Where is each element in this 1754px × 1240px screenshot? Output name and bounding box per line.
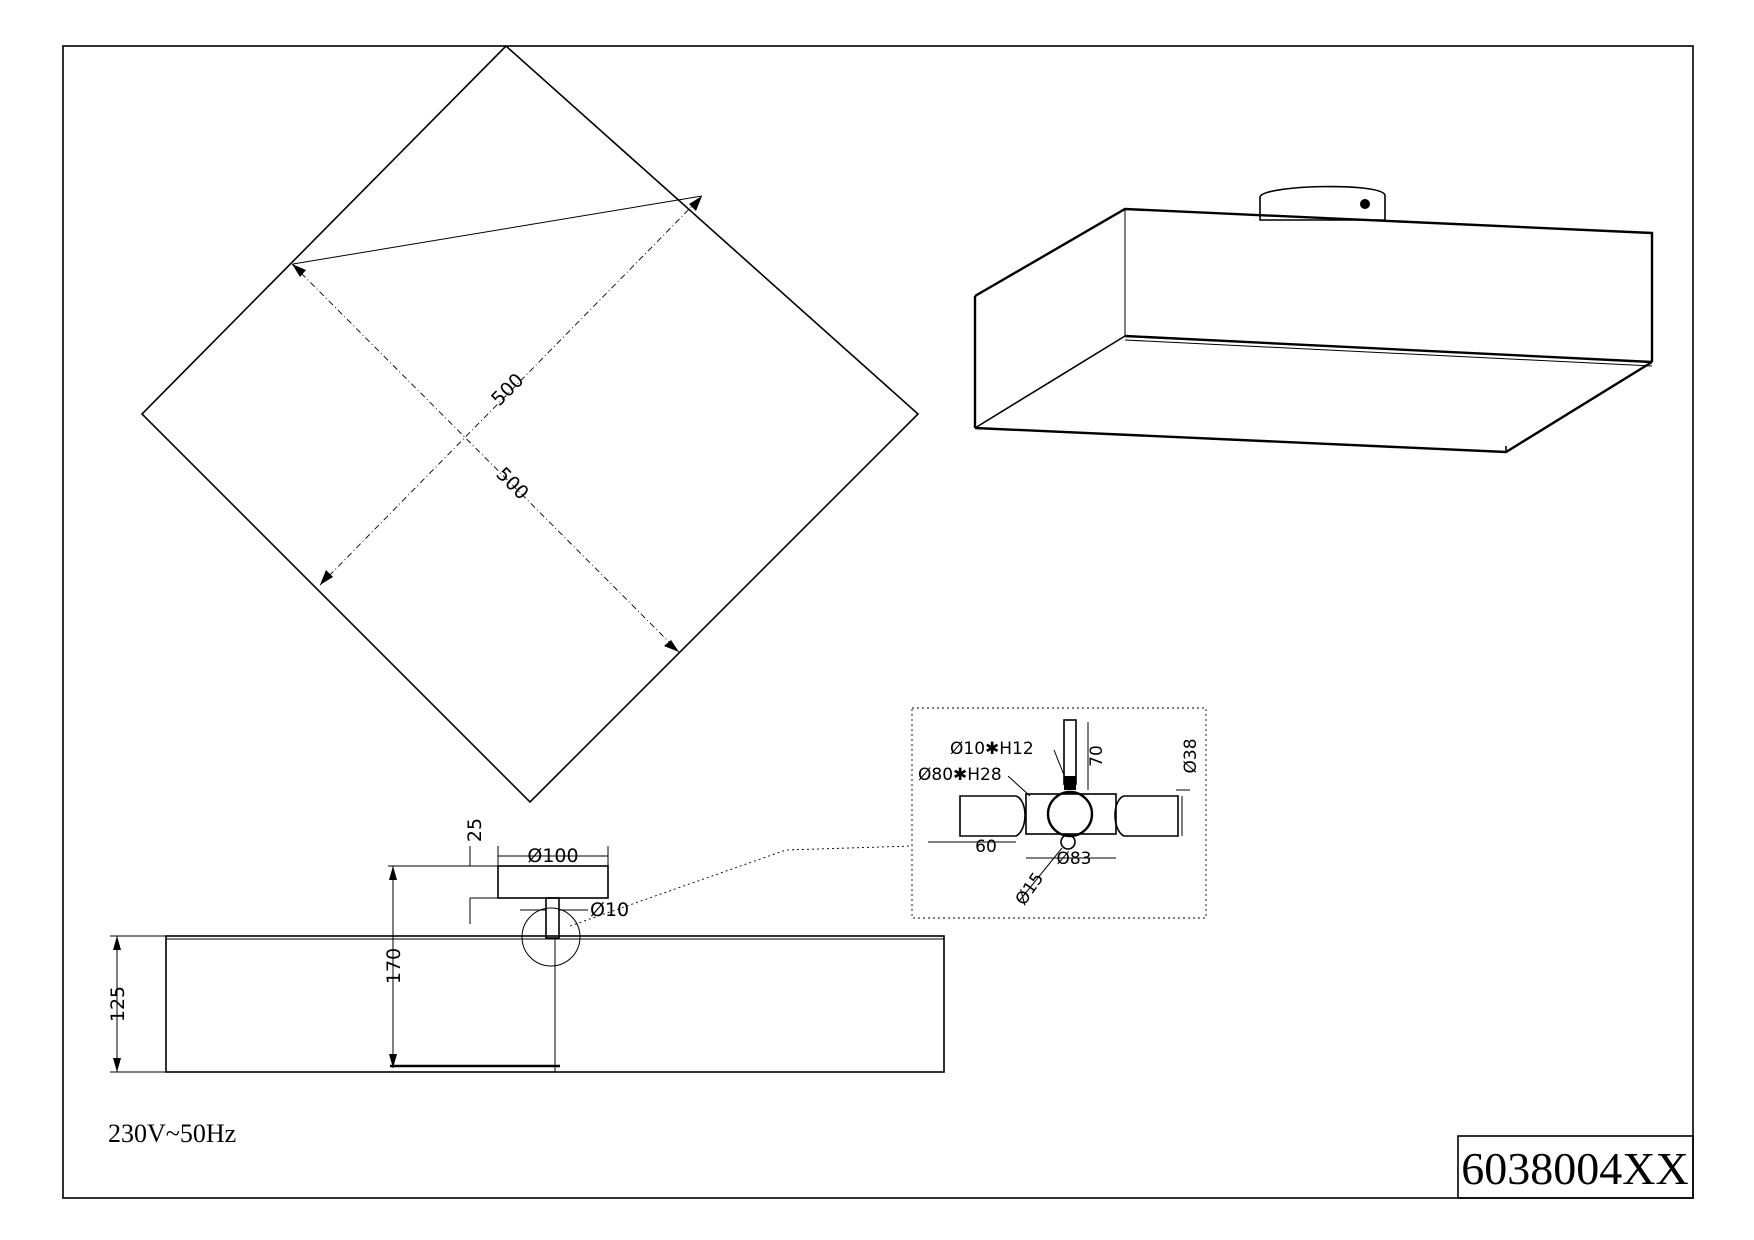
shade-seam — [1124, 334, 1653, 364]
detail-view: Ø10✱H12 Ø80✱H28 70 Ø38 60 Ø83 Ø15 — [911, 707, 1207, 919]
dimension-label-hub-diameter: Ø83 — [1056, 849, 1091, 869]
dimension-label-rod-length: 70 — [1087, 745, 1107, 767]
dimension-label-canopy-diameter: Ø100 — [527, 845, 578, 867]
detail-socket-left — [959, 795, 1026, 837]
perspective-view — [973, 185, 1654, 454]
arrowhead — [389, 866, 397, 880]
top-view: 500 500 — [140, 44, 920, 804]
arrowhead — [113, 1058, 121, 1072]
dimension-label-total-height: 170 — [383, 948, 405, 984]
label-plate: Ø80✱H28 — [918, 765, 1002, 785]
dimension-label-width: 500 — [492, 463, 533, 504]
arrowhead — [113, 936, 121, 950]
dimension-label-bottom-diameter: Ø15 — [1012, 869, 1048, 909]
label-leader — [1053, 749, 1067, 781]
shade-seam-2 — [1124, 339, 1653, 367]
detail-socket-right — [1114, 795, 1179, 837]
dimension-label-socket-length: 60 — [975, 837, 997, 857]
title-block — [1457, 1135, 1694, 1199]
dim-line — [1019, 847, 1063, 901]
detail-circle — [521, 907, 581, 967]
dimension-label-shade-height: 125 — [107, 986, 129, 1022]
dimension-label-rod-diameter: Ø10 — [590, 899, 629, 921]
dimension-label-socket-diameter: Ø38 — [1181, 738, 1201, 773]
arrowhead — [292, 264, 306, 277]
dimension-label-length: 500 — [487, 369, 528, 410]
detail-plate — [1025, 793, 1117, 835]
shade-front-mid — [974, 335, 1126, 429]
detail-leader — [569, 845, 913, 927]
model-number: 6038004XX — [1461, 1143, 1688, 1194]
arrowhead — [320, 570, 333, 585]
shade-top-edge — [974, 207, 1654, 362]
label-leader — [1007, 775, 1031, 797]
rod-side — [545, 897, 560, 939]
dimension-label-canopy-height: 25 — [464, 818, 486, 842]
detail-frame — [911, 707, 1207, 919]
sheet-border — [62, 45, 1694, 1199]
canopy-perspective — [1259, 185, 1386, 221]
shade-bottom-edge — [974, 360, 1653, 454]
detail-rod-nut — [1064, 776, 1076, 790]
arrowhead — [689, 196, 702, 211]
shade-outline-top — [140, 44, 920, 804]
canopy-side — [497, 865, 609, 899]
side-view: 25 Ø100 Ø10 170 125 — [107, 818, 945, 1073]
label-rod: Ø10✱H12 — [950, 739, 1034, 759]
dimension-line-diag-1 — [291, 263, 680, 653]
canopy-screw — [1360, 199, 1370, 209]
detail-rod — [1063, 719, 1077, 785]
electrical-rating: 230V~50Hz — [108, 1119, 236, 1148]
detail-bottom-nub — [1060, 834, 1076, 850]
arrowhead — [664, 640, 679, 652]
arrowhead — [389, 1054, 397, 1068]
detail-hub — [1046, 790, 1094, 838]
dimension-line-length — [292, 195, 703, 265]
